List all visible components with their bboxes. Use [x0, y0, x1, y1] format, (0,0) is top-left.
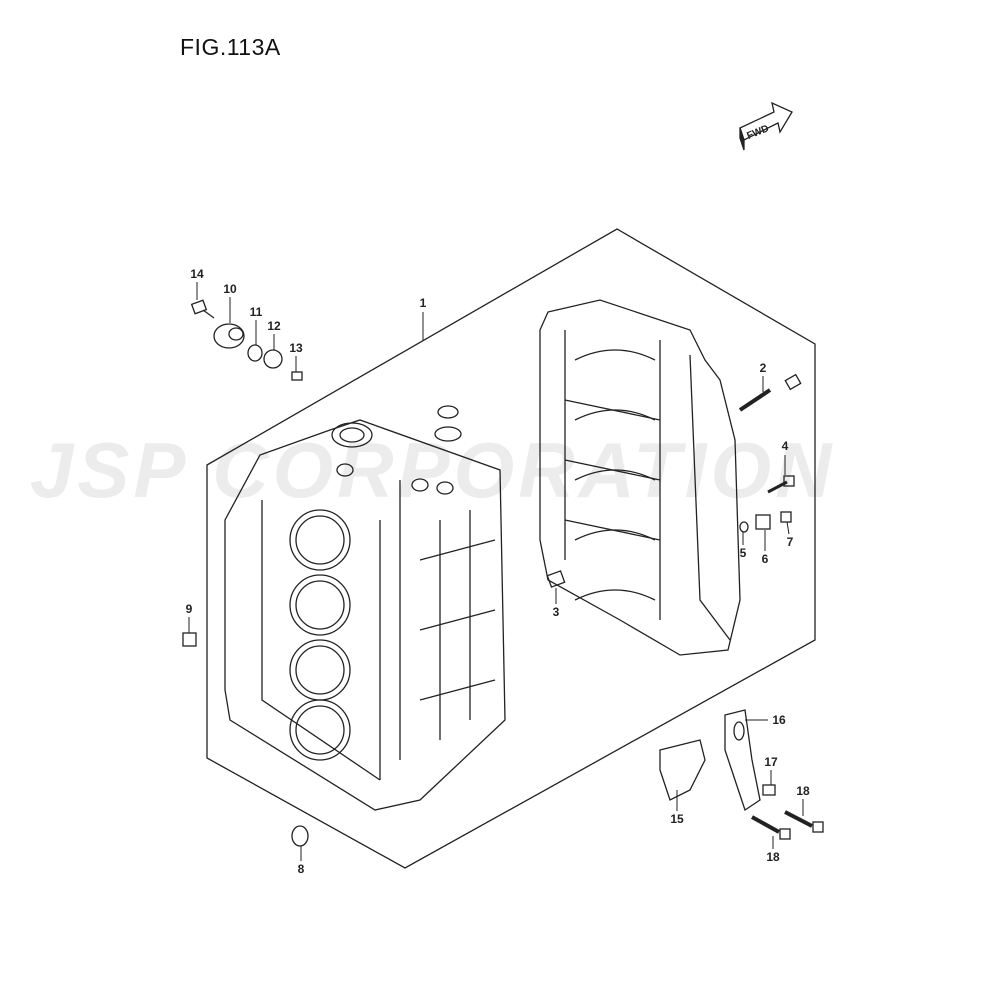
callout-5: 5 [739, 546, 747, 560]
callout-18: 18 [796, 784, 810, 798]
callout-1: 1 [419, 296, 427, 310]
leader-lines [188, 282, 804, 861]
callout-10: 10 [223, 282, 237, 296]
callout-14: 14 [190, 267, 204, 281]
callout-9: 9 [185, 602, 193, 616]
callout-2: 2 [759, 361, 767, 375]
watermark: JSP CORPORATION [30, 426, 836, 514]
callout-8: 8 [297, 862, 305, 876]
callout-17: 17 [764, 755, 778, 769]
callout-6: 6 [761, 552, 769, 566]
fwd-arrow-icon: FWD [739, 101, 793, 151]
callout-15: 15 [670, 812, 684, 826]
crankcase [539, 299, 741, 656]
callout-12: 12 [267, 319, 281, 333]
callout-11: 11 [249, 305, 263, 319]
callout-16: 16 [772, 713, 786, 727]
callout-13: 13 [289, 341, 303, 355]
assembly-frame [206, 228, 816, 869]
small-parts [182, 299, 824, 847]
callout-3: 3 [552, 605, 560, 619]
cylinder-block [224, 405, 506, 811]
figure-title: FIG.113A [180, 34, 281, 60]
callout-18-lower: 18 [766, 850, 780, 864]
callout-4: 4 [781, 439, 789, 453]
callout-7: 7 [786, 535, 794, 549]
